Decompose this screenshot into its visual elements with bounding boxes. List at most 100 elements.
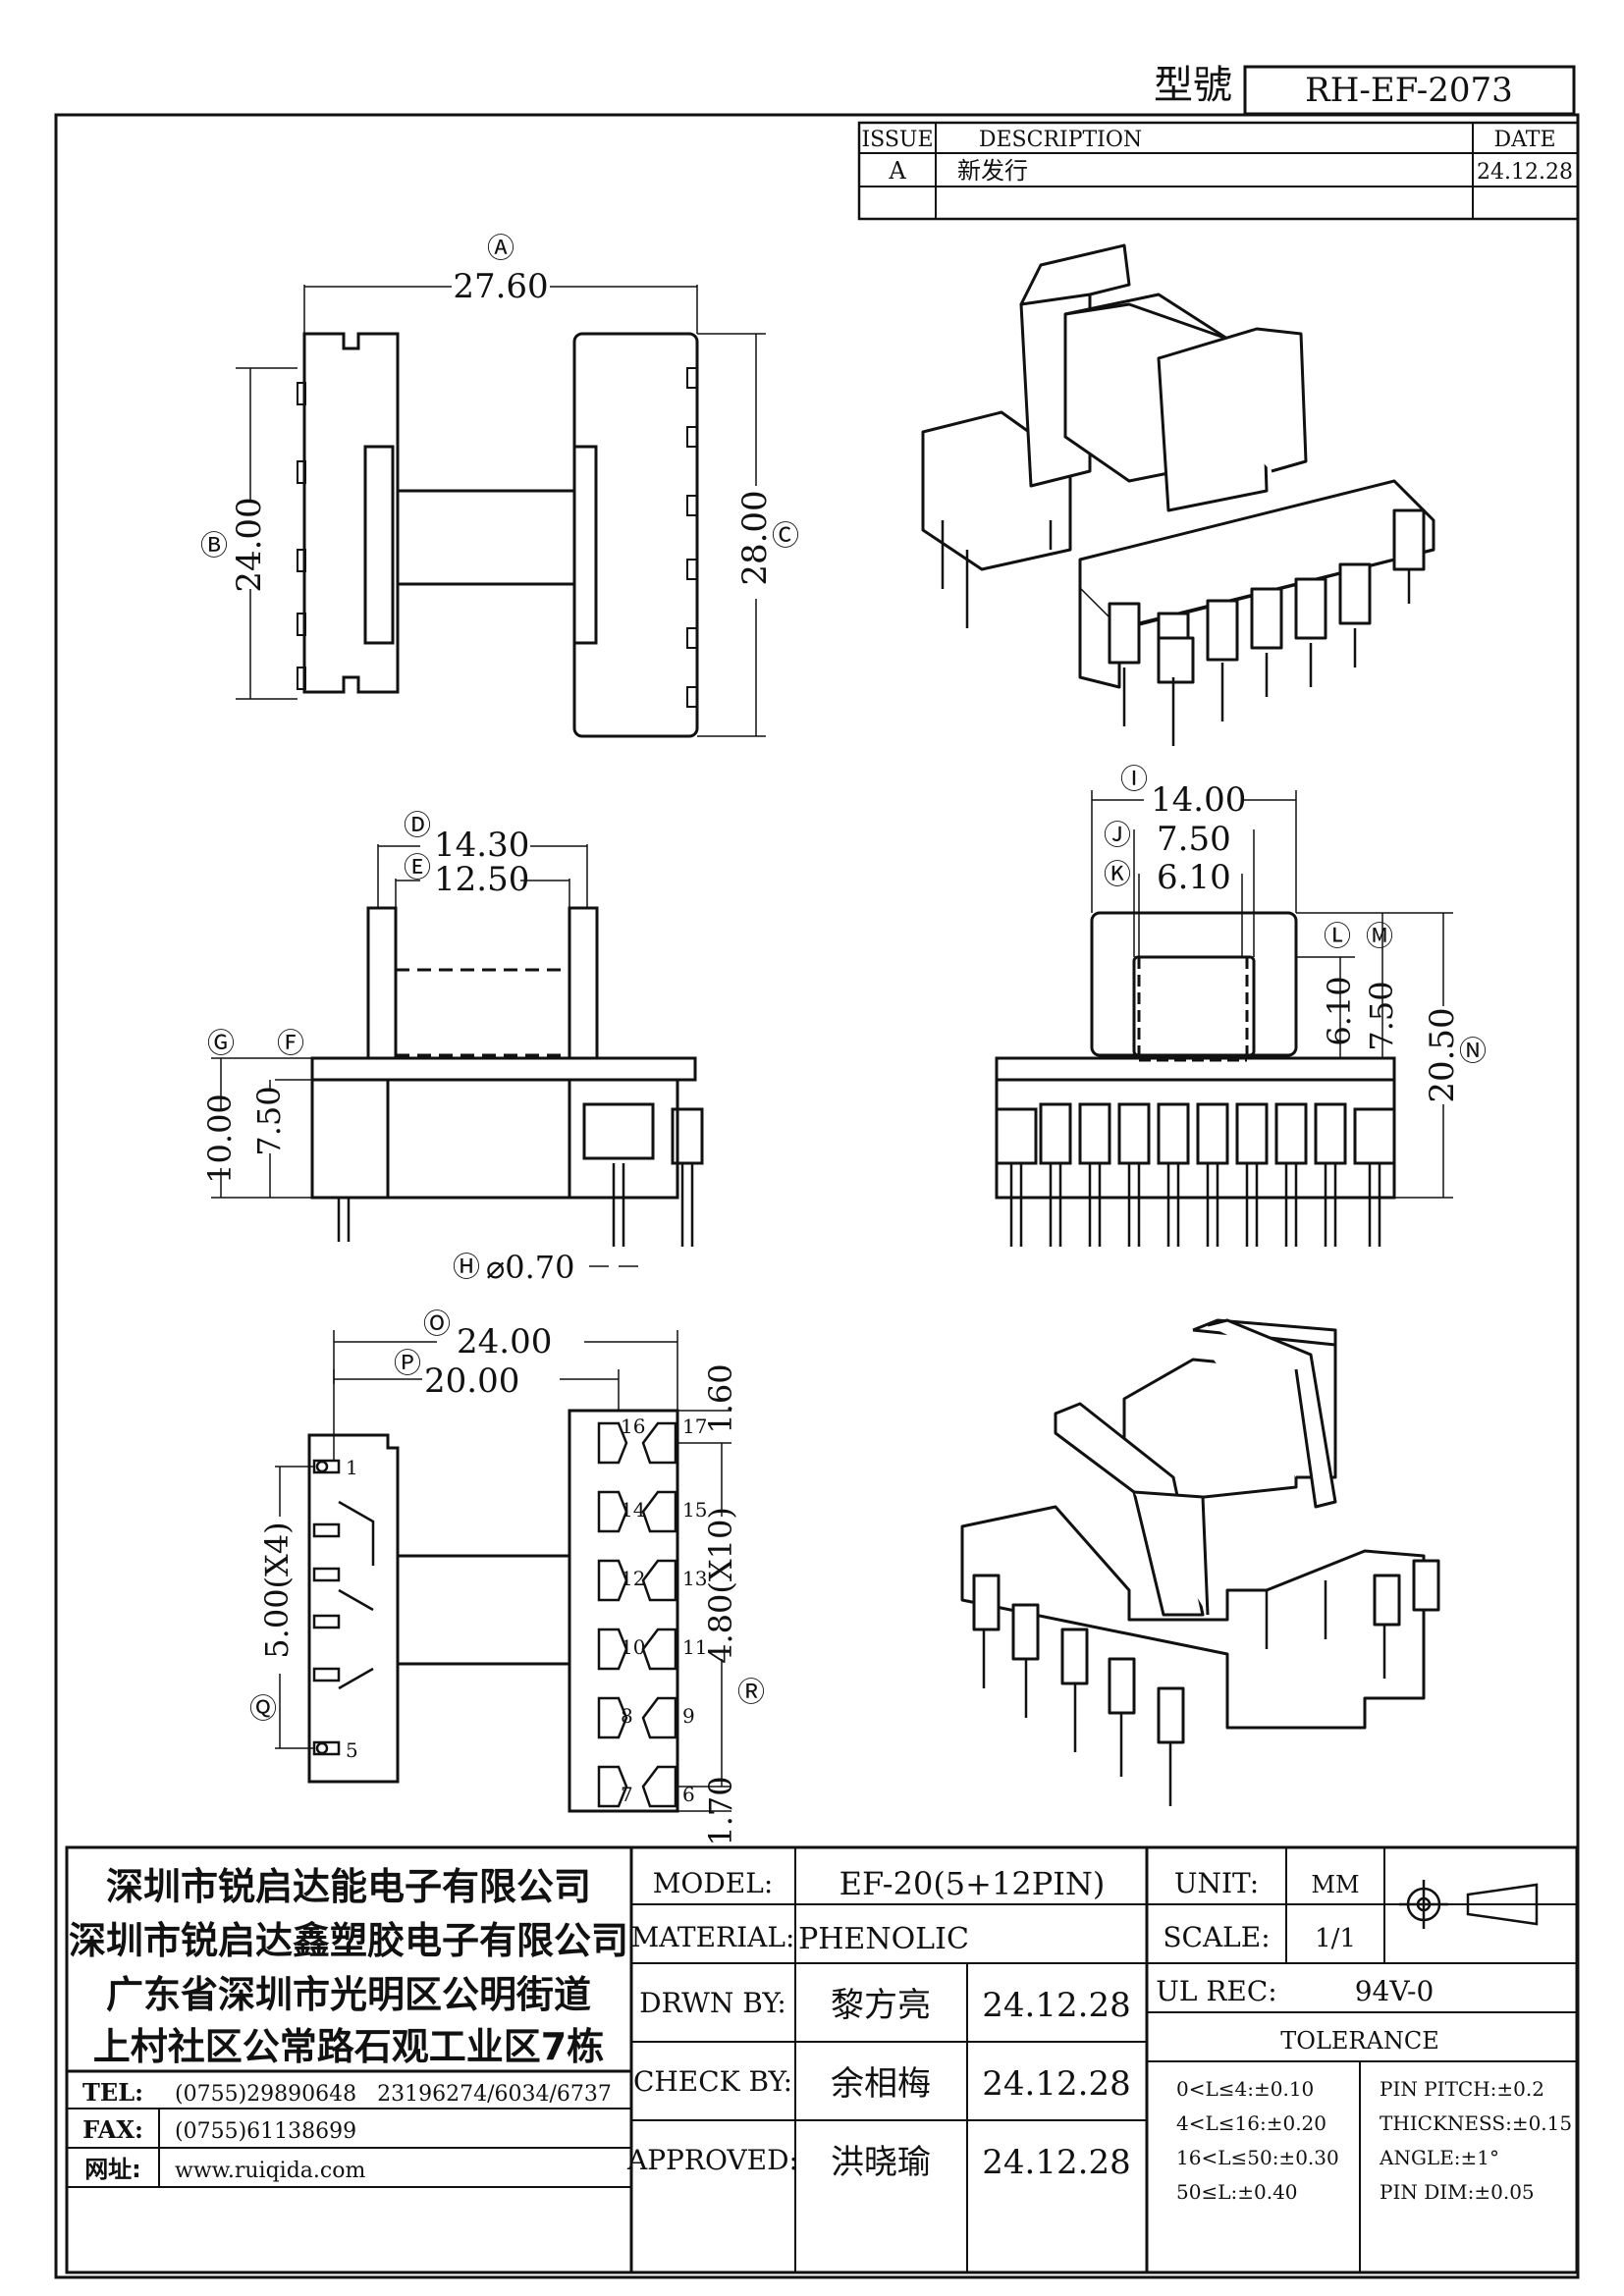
iso-view-top <box>921 243 1435 746</box>
pin-8: 8 <box>621 1704 633 1728</box>
scale-value: 1/1 <box>1315 1924 1356 1953</box>
dim-q-value: 5.00(X4) <box>258 1522 296 1658</box>
ulrec-value: 94V-0 <box>1355 1975 1435 2007</box>
header-model-box <box>1243 65 1576 116</box>
dim-r-tag: Ⓡ <box>737 1676 765 1708</box>
bottom-view <box>307 1409 679 1813</box>
dim-n-tag: Ⓝ <box>1459 1035 1487 1067</box>
tel-label: TEL: <box>82 2078 143 2107</box>
pin-5: 5 <box>346 1738 358 1762</box>
header-model-label: 型號 <box>1154 63 1232 108</box>
model-value: EF-20(5+12PIN) <box>839 1865 1106 1902</box>
dim-j-value: 7.50 <box>1157 820 1231 859</box>
pin-9: 9 <box>682 1704 695 1728</box>
title-block-fields: MODEL: EF-20(5+12PIN) MATERIAL: PHENOLIC… <box>626 1865 1572 2204</box>
dim-l-value: 6.10 <box>1321 976 1358 1045</box>
dim-a-value: 27.60 <box>453 267 548 306</box>
header-model: 型號 RH-EF-2073 <box>1154 63 1576 116</box>
company-line-2: 深圳市锐启达鑫塑胶电子有限公司 <box>69 1919 628 1962</box>
pin-1: 1 <box>346 1456 358 1479</box>
pin-12: 12 <box>621 1567 645 1590</box>
header-model-number: RH-EF-2073 <box>1305 71 1513 110</box>
dim-m-value: 7.50 <box>1363 981 1400 1050</box>
dim-k-tag: Ⓚ <box>1104 858 1131 890</box>
tel-value: (0755)29890648 23196274/6034/6737 <box>175 2082 612 2107</box>
company-line-3: 广东省深圳市光明区公明街道 <box>106 1973 591 2016</box>
pin-14: 14 <box>621 1498 645 1522</box>
outer-frame <box>54 113 1580 2279</box>
bottom-view-pins: 1 5 16 17 14 15 12 13 10 11 8 9 7 6 <box>346 1415 707 1806</box>
dim-c-value: 28.00 <box>735 490 775 585</box>
pin-6: 6 <box>682 1783 695 1806</box>
dim-o-tag: Ⓞ <box>423 1308 451 1340</box>
tol-left-2: 4<L≤16:±0.20 <box>1176 2111 1326 2135</box>
tol-left-3: 16<L≤50:±0.30 <box>1176 2146 1339 2169</box>
approved-name: 洪晓瑜 <box>831 2143 931 2182</box>
dim-i-value: 14.00 <box>1151 780 1246 820</box>
dim-r-value: 4.80(X10) <box>702 1507 739 1664</box>
top-view <box>297 332 699 738</box>
pin-10: 10 <box>621 1635 645 1659</box>
drawn-name: 黎方亮 <box>831 1986 931 2025</box>
dim-f-value: 7.50 <box>250 1086 288 1155</box>
dim-b-tag: Ⓑ <box>200 529 228 561</box>
title-block <box>65 1845 1579 2274</box>
material-value: PHENOLIC <box>798 1922 969 1956</box>
side-view <box>995 911 1396 1247</box>
pin-15: 15 <box>682 1498 707 1522</box>
projection-symbol-icon <box>1399 1880 1539 1929</box>
side-view-dims <box>1091 790 1453 1199</box>
dim-c-tag: Ⓒ <box>772 519 799 552</box>
ulrec-label: UL REC: <box>1156 1975 1276 2007</box>
dim-i-tag: Ⓘ <box>1120 763 1148 795</box>
scale-label: SCALE: <box>1163 1921 1270 1953</box>
tol-left-1: 0<L≤4:±0.10 <box>1176 2077 1314 2101</box>
dim-d-value: 14.30 <box>434 826 529 865</box>
rev-col-date: DATE <box>1493 128 1555 152</box>
dim-a-tag: Ⓐ <box>487 232 514 264</box>
rev-row-date: 24.12.28 <box>1477 160 1573 185</box>
check-date: 24.12.28 <box>982 2064 1130 2104</box>
web-label: 网址: <box>84 2156 141 2183</box>
drawn-label: DRWN BY: <box>639 1987 786 2019</box>
rev-col-issue: ISSUE <box>861 128 933 152</box>
pin-7: 7 <box>621 1783 633 1806</box>
pin-17: 17 <box>682 1415 707 1438</box>
tol-right-3: ANGLE:±1° <box>1379 2146 1499 2169</box>
revision-table: ISSUE DESCRIPTION DATE A 新发行 24.12.28 <box>857 121 1580 221</box>
company-info: 深圳市锐启达能电子有限公司 深圳市锐启达鑫塑胶电子有限公司 广东省深圳市光明区公… <box>69 1865 628 2183</box>
tolerance-title: TOLERANCE <box>1280 2027 1438 2055</box>
bottom-view-dims <box>275 1330 731 1812</box>
drawn-date: 24.12.28 <box>982 1986 1130 2025</box>
company-line-4: 上村社区公常路石观工业区7栋 <box>93 2025 604 2068</box>
dim-h-tag: Ⓗ <box>453 1251 480 1283</box>
check-label: CHECK BY: <box>633 2065 792 2098</box>
fax-value: (0755)61138699 <box>175 2119 356 2144</box>
pin-11: 11 <box>682 1635 707 1659</box>
rev-col-description: DESCRIPTION <box>979 128 1142 152</box>
dim-l-tag: Ⓛ <box>1324 920 1351 952</box>
dim-t-value: 1.70 <box>702 1776 739 1845</box>
front-view <box>310 906 704 1247</box>
tol-left-4: 50≤L:±0.40 <box>1176 2180 1298 2204</box>
dim-s-value: 1.60 <box>702 1363 739 1433</box>
dim-e-value: 12.50 <box>434 860 529 899</box>
dim-p-tag: Ⓟ <box>394 1347 421 1379</box>
front-view-dims <box>211 844 638 1267</box>
tol-right-4: PIN DIM:±0.05 <box>1380 2180 1535 2204</box>
unit-label: UNIT: <box>1174 1867 1259 1899</box>
unit-value: MM <box>1311 1871 1359 1898</box>
material-label: MATERIAL: <box>631 1921 795 1953</box>
web-value: www.ruiqida.com <box>175 2159 365 2183</box>
dim-o-value: 24.00 <box>457 1322 552 1362</box>
dim-n-value: 20.50 <box>1423 1007 1462 1102</box>
dim-j-tag: Ⓙ <box>1104 819 1131 851</box>
check-name: 余相梅 <box>831 2064 931 2104</box>
dim-h-value: ⌀0.70 <box>486 1249 575 1286</box>
tol-right-2: THICKNESS:±0.15 <box>1380 2111 1572 2135</box>
dim-g-tag: Ⓖ <box>207 1027 235 1059</box>
rev-row-issue: A <box>888 157 906 185</box>
pin-16: 16 <box>621 1415 645 1438</box>
fax-label: FAX: <box>82 2115 143 2144</box>
